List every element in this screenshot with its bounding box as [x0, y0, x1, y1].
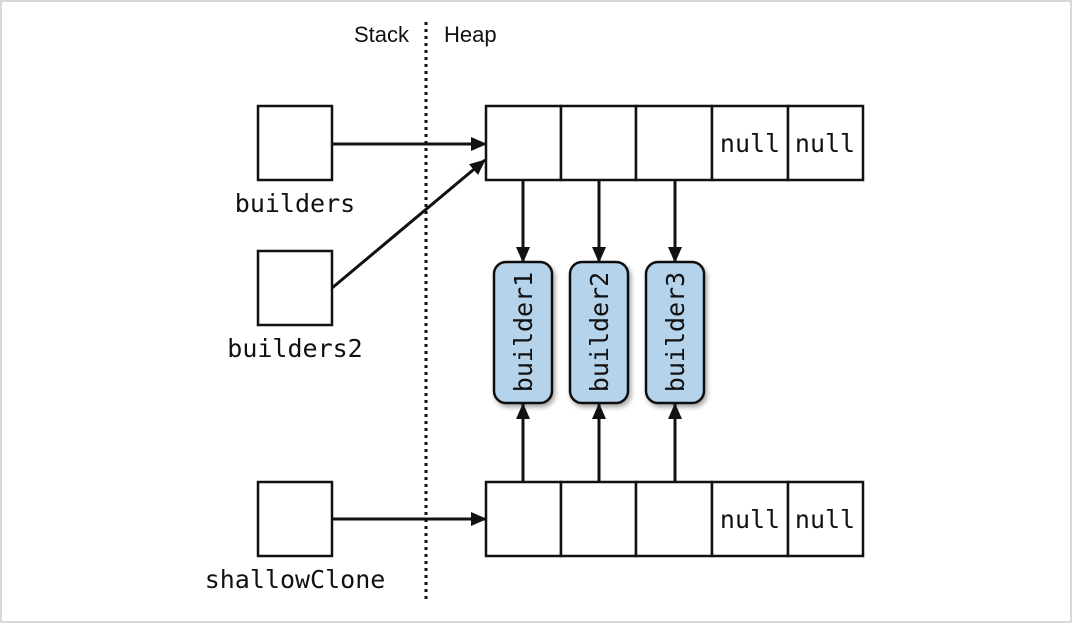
heap-label: Heap	[444, 22, 497, 47]
top-array-cell-3-value: null	[720, 129, 780, 158]
top-array: null null	[484, 104, 865, 182]
top-array-cell-4	[786, 104, 865, 182]
builders-label: builders	[235, 189, 355, 218]
bottom-array-cell-3-value: null	[720, 505, 780, 534]
shallowclone-label: shallowClone	[205, 565, 386, 594]
bottom-array-cell-4-value: null	[795, 505, 855, 534]
builder2-object: builder2	[568, 260, 630, 405]
top-array-cell-0	[484, 104, 563, 182]
top-array-cell-2	[634, 104, 714, 182]
builders2-label: builders2	[227, 334, 362, 363]
builder2-label: builder2	[585, 272, 614, 392]
builders2-variable-box	[256, 249, 334, 327]
stack-label: Stack	[354, 22, 410, 47]
bottom-array-cell-1	[559, 480, 638, 558]
bottom-array-cell-4	[786, 480, 865, 558]
top-array-cell-4-value: null	[795, 129, 855, 158]
builder1-label: builder1	[509, 272, 538, 392]
shallowclone-variable-box	[256, 480, 334, 558]
builders-variable-box	[256, 104, 334, 182]
bottom-array: null null	[484, 480, 865, 558]
builder3-label: builder3	[661, 272, 690, 392]
builders2-reference-arrow	[331, 158, 486, 290]
bottom-array-cell-2	[634, 480, 714, 558]
builder3-object: builder3	[644, 260, 706, 405]
builder1-object: builder1	[492, 260, 554, 405]
top-array-cell-1	[559, 104, 638, 182]
bottom-array-cell-0	[484, 480, 563, 558]
